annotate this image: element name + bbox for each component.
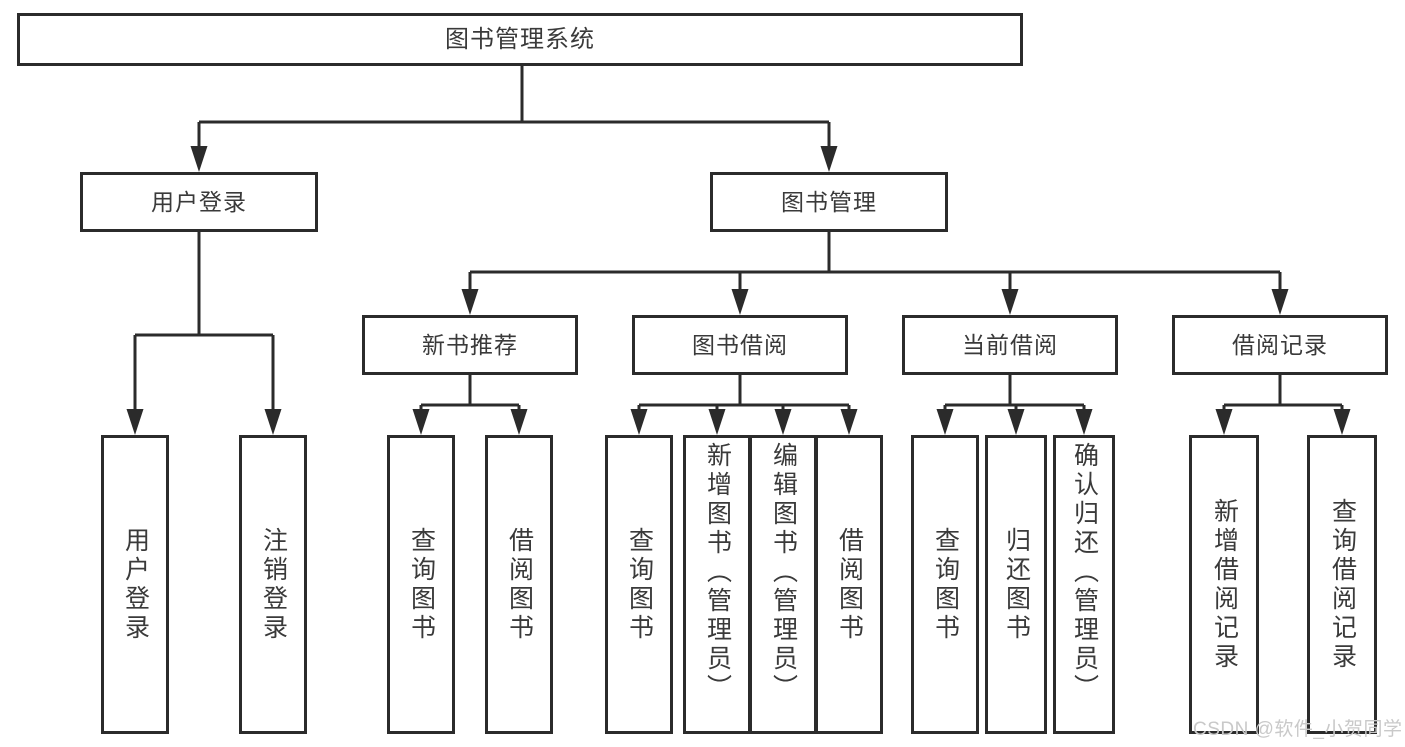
connector-tier1-arrow-1-head (820, 146, 838, 172)
node-leaf-查询图书[interactable]: 查询图书 (911, 435, 979, 734)
node-leaf-归还图书[interactable]: 归还图书 (985, 435, 1047, 734)
node-label: 注销登录 (259, 526, 288, 643)
connector-group-4-arrow-1-head (1333, 409, 1351, 435)
connector-group-2-arrow-2-head (774, 409, 792, 435)
connector-group-0-arrow-1-head (264, 409, 282, 435)
node-leaf-查询借阅记录[interactable]: 查询借阅记录 (1307, 435, 1377, 734)
node-label: 新增图书（管理员） (703, 442, 732, 703)
node-root-图书管理系统[interactable]: 图书管理系统 (17, 13, 1023, 66)
node-leaf-新增借阅记录[interactable]: 新增借阅记录 (1189, 435, 1259, 734)
node-label: 查询借阅记录 (1328, 497, 1357, 672)
node-tier1-图书管理[interactable]: 图书管理 (710, 172, 948, 232)
connector-tier2-arrow-3-head (1271, 289, 1289, 315)
node-leaf-查询图书[interactable]: 查询图书 (387, 435, 455, 734)
node-label: 查询图书 (625, 526, 654, 643)
connector-tier1-arrow-0-head (190, 146, 208, 172)
connector-group-2-arrow-3-head (840, 409, 858, 435)
node-leaf-借阅图书[interactable]: 借阅图书 (485, 435, 553, 734)
connector-group-2-arrow-1-head (708, 409, 726, 435)
node-leaf-新增图书（管理员）[interactable]: 新增图书（管理员） (683, 435, 751, 734)
connector-group-1-arrow-1-head (510, 409, 528, 435)
node-tier2-图书借阅[interactable]: 图书借阅 (632, 315, 848, 375)
node-leaf-借阅图书[interactable]: 借阅图书 (815, 435, 883, 734)
connector-tier2-arrow-1-head (731, 289, 749, 315)
csdn-watermark: CSDN @软件_小贺同学 (1193, 719, 1403, 740)
connector-group-3-arrow-0-head (936, 409, 954, 435)
node-label: 确认归还（管理员） (1070, 442, 1099, 703)
node-label: 借阅图书 (835, 526, 864, 643)
node-tier2-新书推荐[interactable]: 新书推荐 (362, 315, 578, 375)
node-tier1-用户登录[interactable]: 用户登录 (80, 172, 318, 232)
node-label: 查询图书 (931, 526, 960, 643)
node-label: 借阅图书 (505, 526, 534, 643)
node-label: 当前借阅 (962, 331, 1058, 358)
node-label: 借阅记录 (1232, 331, 1328, 358)
node-label: 图书管理 (781, 188, 877, 215)
connector-group-2-arrow-0-head (630, 409, 648, 435)
node-tier2-借阅记录[interactable]: 借阅记录 (1172, 315, 1388, 375)
node-label: 图书管理系统 (445, 25, 595, 53)
node-tier2-当前借阅[interactable]: 当前借阅 (902, 315, 1118, 375)
node-leaf-用户登录[interactable]: 用户登录 (101, 435, 169, 734)
node-leaf-查询图书[interactable]: 查询图书 (605, 435, 673, 734)
node-label: 用户登录 (151, 188, 247, 215)
connector-group-3-arrow-1-head (1007, 409, 1025, 435)
node-label: 归还图书 (1002, 526, 1031, 643)
node-leaf-注销登录[interactable]: 注销登录 (239, 435, 307, 734)
connector-tier2-arrow-2-head (1001, 289, 1019, 315)
node-label: 新增借阅记录 (1210, 497, 1239, 672)
node-leaf-编辑图书（管理员）[interactable]: 编辑图书（管理员） (749, 435, 817, 734)
node-label: 用户登录 (121, 526, 150, 643)
connector-group-3-arrow-2-head (1075, 409, 1093, 435)
connector-group-0-arrow-0-head (126, 409, 144, 435)
node-label: 新书推荐 (422, 331, 518, 358)
connector-group-1-arrow-0-head (412, 409, 430, 435)
node-leaf-确认归还（管理员）[interactable]: 确认归还（管理员） (1053, 435, 1115, 734)
node-label: 编辑图书（管理员） (769, 442, 798, 703)
connector-tier2-arrow-0-head (461, 289, 479, 315)
node-label: 查询图书 (407, 526, 436, 643)
connector-group-4-arrow-0-head (1215, 409, 1233, 435)
node-label: 图书借阅 (692, 331, 788, 358)
